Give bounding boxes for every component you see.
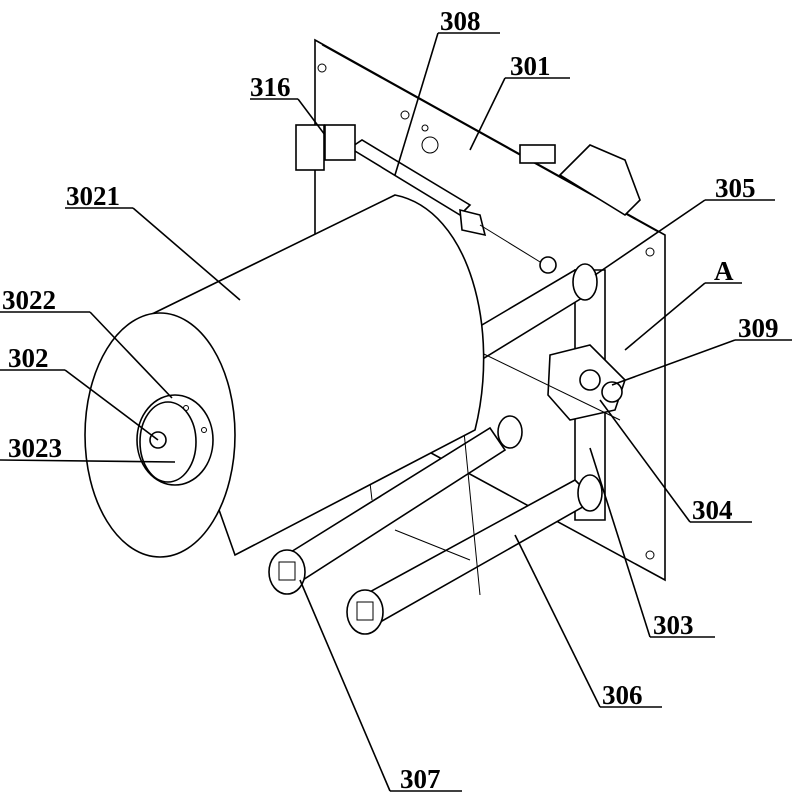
- label-304: 304: [692, 495, 733, 525]
- label-309: 309: [738, 313, 779, 343]
- leader-lines: [0, 32, 792, 792]
- label-307: 307: [400, 764, 441, 794]
- label-305: 305: [715, 173, 756, 203]
- motor: [519, 144, 641, 217]
- label-A: A: [714, 256, 734, 286]
- label-301: 301: [510, 51, 551, 81]
- label-306: 306: [602, 680, 643, 710]
- label-303: 303: [653, 610, 694, 640]
- label-302: 302: [8, 343, 49, 373]
- label-3022: 3022: [2, 285, 56, 315]
- side-bracket-303: [547, 269, 626, 521]
- label-3021: 3021: [66, 181, 120, 211]
- label-316: 316: [250, 72, 291, 102]
- air-cylinder-308: [295, 124, 557, 274]
- drum-3021: [84, 194, 485, 558]
- label-308: 308: [440, 6, 481, 36]
- label-3023: 3023: [8, 433, 62, 463]
